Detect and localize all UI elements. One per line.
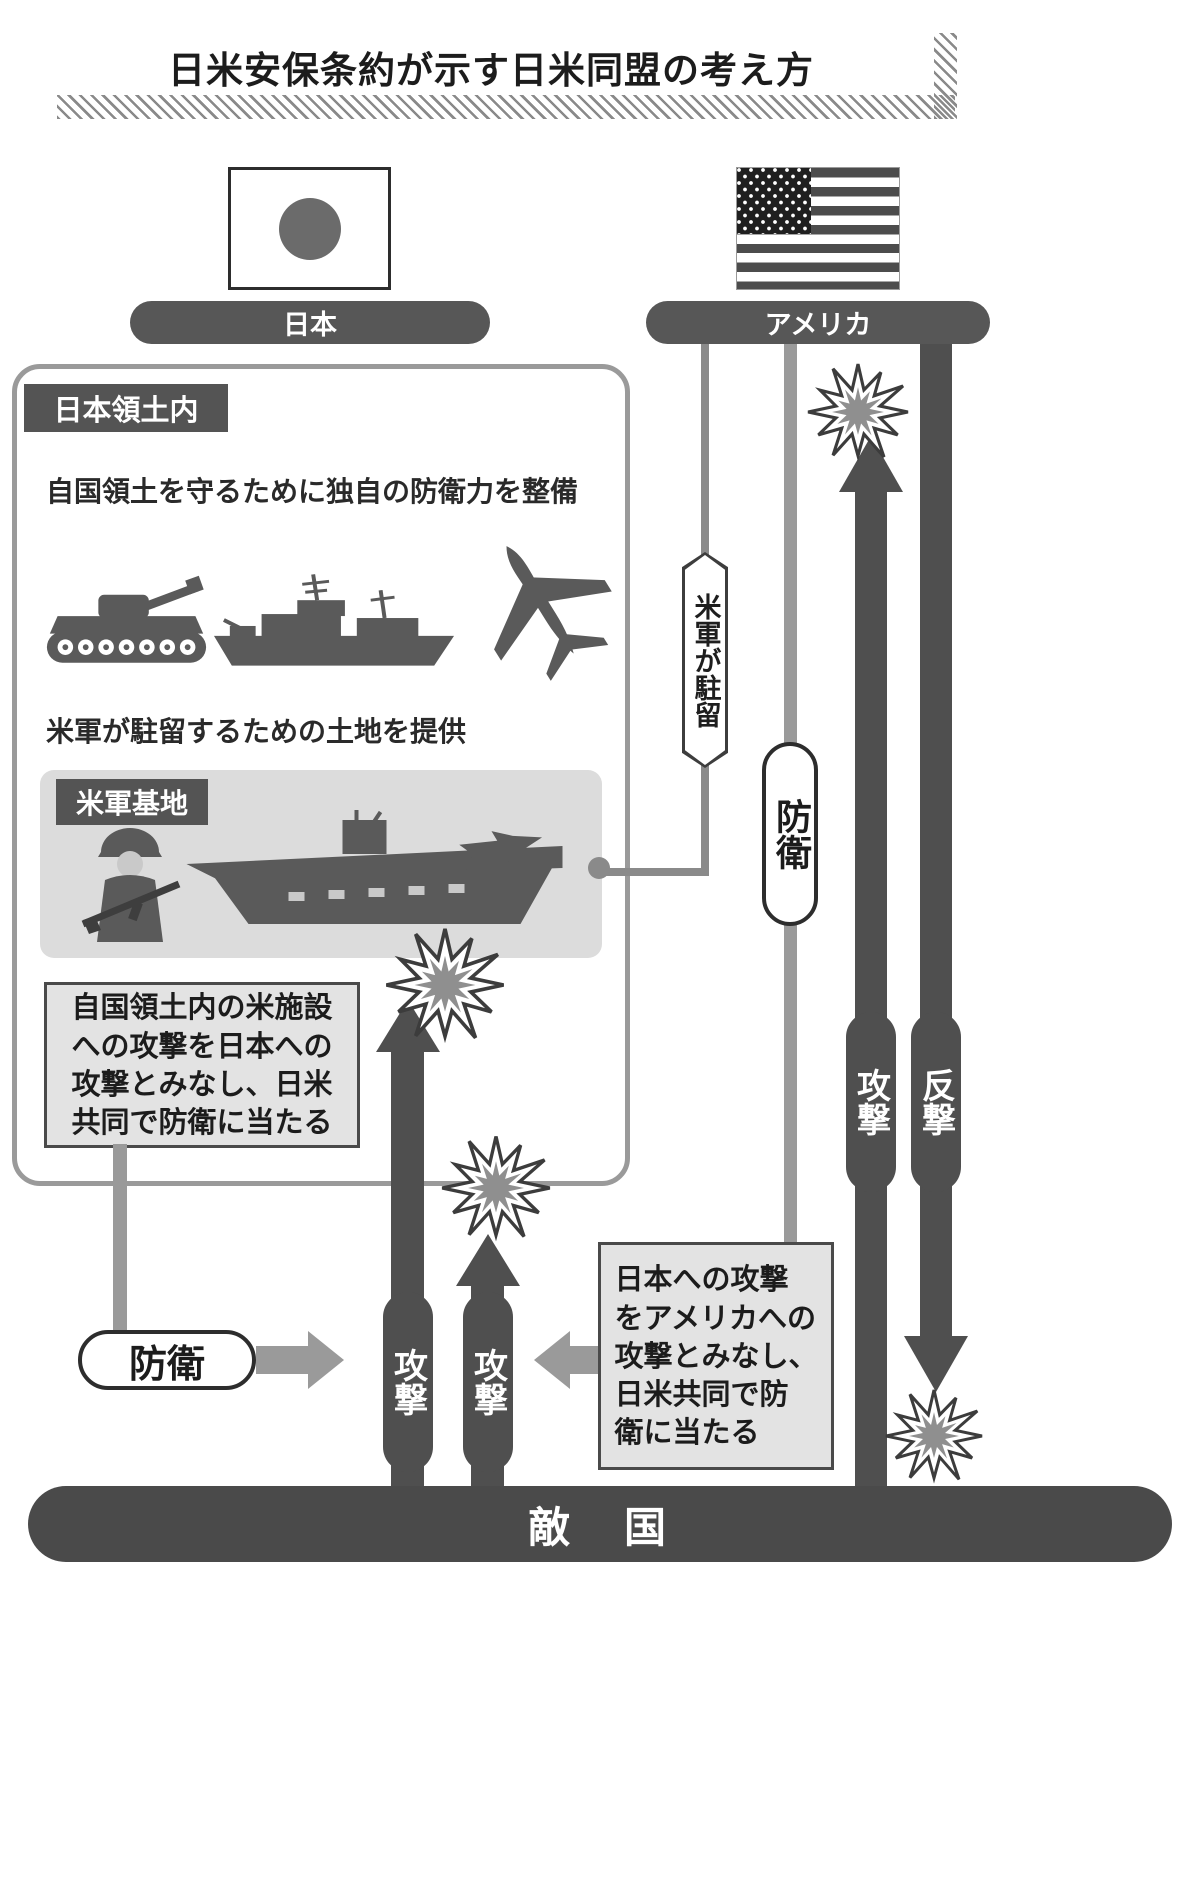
attack-japan-label: 攻撃	[467, 1348, 508, 1416]
usa-defense-note: 日本への攻撃 をアメリカへの 攻撃とみなし、 日米共同で防 衛に当たる	[598, 1242, 834, 1470]
caption-self-defense: 自国領土を守るために独自の防衛力を整備	[46, 475, 579, 508]
defense-arrowhead-right	[308, 1331, 344, 1389]
destroyer-icon	[210, 572, 458, 672]
tank-icon	[44, 566, 209, 674]
counterattack-label: 反撃	[915, 1068, 956, 1136]
attack-japan-pill: 攻撃	[463, 1292, 513, 1472]
title-hatch-vertical	[934, 33, 957, 119]
title-hatch-horizontal	[57, 95, 955, 119]
attack-usa-arrowhead	[839, 436, 903, 492]
explosion-icon-base	[384, 924, 506, 1046]
counterattack-arrowhead	[904, 1336, 968, 1392]
usa-flag-icon	[736, 167, 900, 290]
explosion-icon-japan	[440, 1132, 552, 1244]
japan-defense-pill: 防衛	[78, 1330, 256, 1390]
usa-defense-label: 防衛	[770, 798, 811, 870]
attack-base-label: 攻撃	[387, 1348, 428, 1416]
japan-territory-label: 日本領土内	[24, 384, 228, 432]
usa-note-arrow-shaft	[568, 1346, 600, 1374]
explosion-icon-enemy	[884, 1386, 984, 1486]
stationed-label: 米軍が駐留	[689, 592, 721, 728]
defense-arrow-shaft	[256, 1346, 310, 1374]
enemy-country-bar: 敵 国	[28, 1486, 1172, 1562]
stationed-label-lozenge: 米軍が駐留	[682, 552, 728, 768]
japan-flag-icon	[228, 167, 391, 290]
attack-usa-label: 攻撃	[850, 1068, 891, 1136]
japan-label-pill: 日本	[130, 301, 490, 344]
stationed-connector-dot	[588, 857, 610, 879]
usa-label-pill: アメリカ	[646, 301, 990, 344]
stationed-line-horizontal	[598, 868, 708, 876]
soldier-icon	[64, 824, 196, 948]
attack-usa-pill: 攻撃	[846, 1012, 896, 1192]
usa-defense-pill: 防衛	[762, 742, 818, 926]
explosion-icon-usa	[806, 360, 910, 464]
attack-japan-arrowhead	[456, 1234, 520, 1286]
attack-usa-arrow-shaft	[855, 488, 887, 1490]
page-title: 日米安保条約が示す日米同盟の考え方	[168, 49, 814, 92]
usa-flag-canton	[737, 168, 811, 234]
japan-flag-sun	[278, 197, 341, 260]
counterattack-pill: 反撃	[911, 1012, 961, 1192]
usa-note-arrowhead-left	[534, 1331, 570, 1389]
caption-provide-land: 米軍が駐留するための土地を提供	[46, 715, 467, 748]
us-base-label: 米軍基地	[56, 779, 208, 825]
japan-defense-note: 自国領土内の米施設 への攻撃を日本への 攻撃とみなし、日米 共同で防衛に当たる	[44, 982, 360, 1148]
japan-defense-line	[113, 1144, 127, 1332]
attack-base-pill: 攻撃	[383, 1292, 433, 1472]
